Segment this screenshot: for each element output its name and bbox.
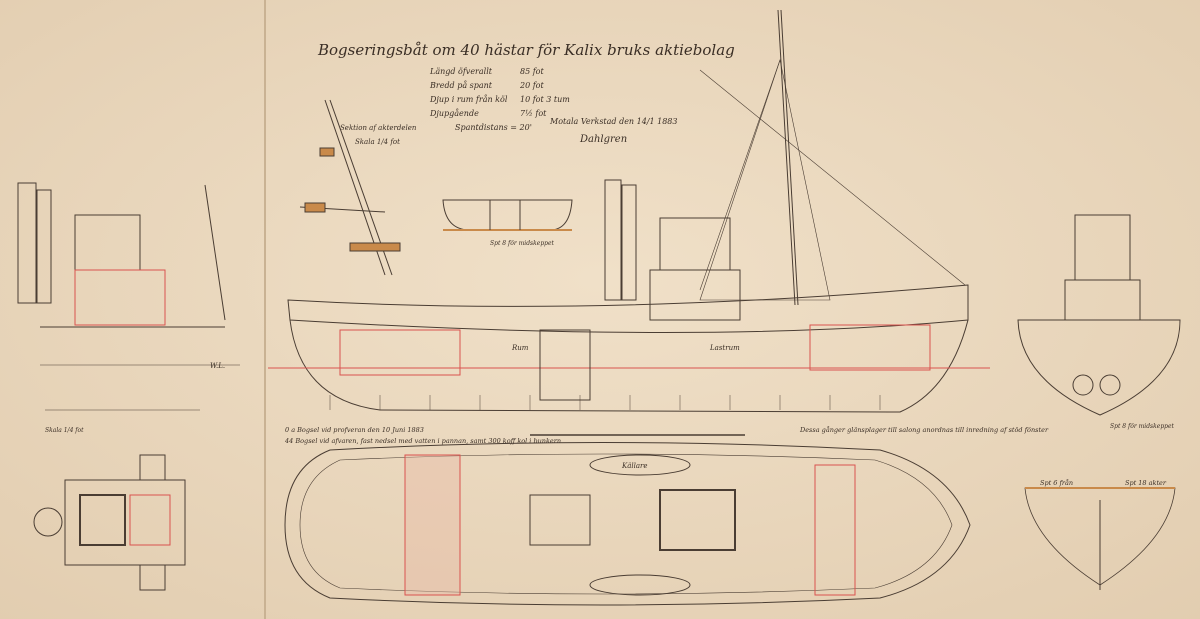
spec-label: Längd öfverallt — [429, 67, 493, 76]
spec-label: Djup i rum från köl — [429, 95, 508, 104]
title-block: Bogseringsbåt om 40 hästar för Kalix bru… — [317, 41, 735, 146]
cellar-label: Källare — [621, 462, 648, 470]
spec-value: 10 fot 3 tum — [520, 95, 570, 104]
front-elevation-left: W.L. Skala 1/4 fot — [17, 182, 240, 434]
spec-value: 20 fot — [519, 81, 545, 90]
stern-section-detail — [299, 99, 401, 276]
deck-plan: Källare — [284, 442, 971, 606]
section-label: Spt 8 för midskeppet — [490, 240, 555, 247]
left-note: Skala 1/4 fot — [45, 427, 84, 434]
trial-note: 0 a Bogsel vid profveran den 10 Juni 188… — [285, 426, 424, 434]
drawing-title: Bogseringsbåt om 40 hästar för Kalix bru… — [317, 41, 735, 59]
plan-view-left — [33, 454, 186, 591]
stern-section-right: Spt 6 från Spt 18 akter — [1024, 478, 1176, 590]
section-label-b: Spt 18 akter — [1125, 479, 1167, 487]
section-label-a: Spt 6 från — [1040, 478, 1073, 487]
spec-label: Djupgående — [429, 109, 479, 118]
signature-name: Dahlgren — [579, 134, 627, 145]
spec-label: Bredd på spant — [429, 81, 493, 90]
trial-note: 44 Bogsel vid afvaren, fast nedsel med v… — [284, 437, 561, 445]
side-profile: Rum Lastrum — [268, 9, 990, 413]
midship-section-small: Spt 8 för midskeppet — [442, 199, 573, 247]
detail-label: Sektion af akterdelen — [340, 124, 417, 132]
right-section-label: Spt 8 för midskeppet — [1110, 423, 1175, 430]
frame-spacing: Spantdistans = 20' — [455, 123, 532, 132]
right-note: Dessa gånger glänsplager till salong ano… — [799, 425, 1049, 434]
spec-value: 7½ fot — [520, 109, 547, 118]
spec-value: 85 fot — [520, 67, 545, 76]
detail-scale: Skala 1/4 fot — [355, 138, 400, 146]
signature-date: Motala Verkstad den 14/1 1883 — [549, 117, 677, 126]
hold-label: Rum — [511, 344, 529, 352]
cross-section-right: Spt 8 för midskeppet — [1017, 214, 1181, 430]
hold2-label: Lastrum — [709, 344, 740, 352]
waterline-label: W.L. — [210, 362, 225, 370]
